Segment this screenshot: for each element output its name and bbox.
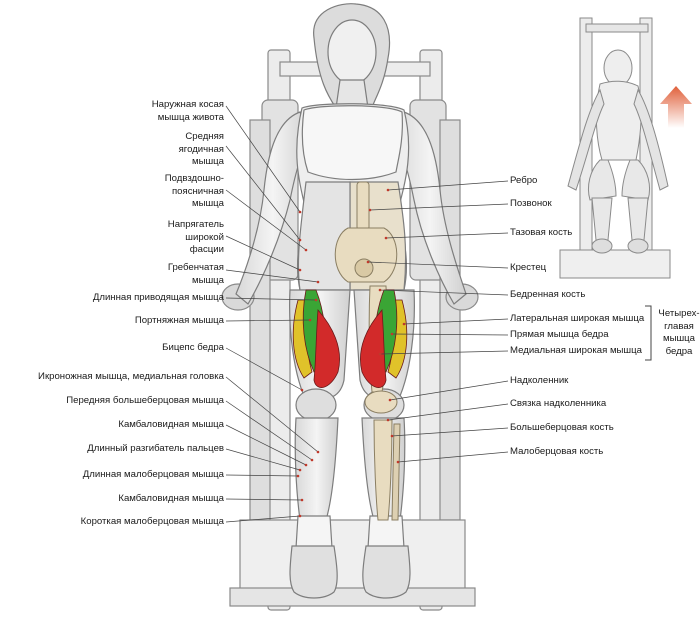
leader-line	[379, 350, 509, 355]
leader-dot	[298, 210, 302, 214]
leader-dot	[310, 458, 314, 462]
leader-dot	[390, 434, 394, 438]
label-fibula: Малоберцовая кость	[510, 446, 604, 457]
label-vastus-lateralis: Латеральная широкая мышца	[510, 313, 645, 324]
leader-line	[225, 498, 303, 501]
leader-line	[225, 448, 301, 471]
leader-line	[225, 376, 319, 453]
leader-dot	[386, 188, 390, 192]
leader-line	[225, 269, 319, 283]
leader-line	[403, 318, 509, 325]
leader-line	[225, 145, 301, 241]
leader-line	[369, 203, 509, 211]
leader-dot	[378, 288, 382, 292]
leader-dot	[300, 498, 304, 502]
label-pelvis: Тазовая кость	[510, 227, 573, 238]
leader-line	[379, 289, 509, 296]
label-tensor-fasciae-latae: Напрягатель широкой фасции	[167, 219, 224, 255]
leader-line	[389, 380, 509, 401]
label-gluteus-medius: Средняя ягодичная мышца	[178, 131, 224, 167]
leader-line	[225, 400, 313, 461]
leader-dot	[384, 236, 388, 240]
label-external-oblique: Наружная косая мышца живота	[151, 99, 224, 123]
leader-dot	[368, 208, 372, 212]
leader-line	[391, 427, 509, 437]
leader-line	[225, 297, 317, 301]
leader-dot	[304, 463, 308, 467]
label-vertebra: Позвонок	[510, 198, 552, 209]
leader-line	[225, 235, 301, 271]
leader-line	[225, 105, 301, 213]
label-adductor-longus: Длинная приводящая мышца	[92, 292, 224, 303]
leader-line	[385, 232, 509, 239]
label-rectus-femoris: Прямая мышца бедра	[510, 329, 609, 340]
leader-dot	[366, 260, 370, 264]
label-peroneus-longus: Длинная малоберцовая мышца	[82, 469, 224, 480]
leader-dot	[298, 268, 302, 272]
leader-line	[225, 319, 311, 322]
leader-line	[225, 347, 303, 391]
leader-dot	[298, 514, 302, 518]
leader-line	[225, 189, 307, 251]
leader-dot	[298, 238, 302, 242]
quadriceps-bracket	[645, 305, 652, 361]
leader-line	[225, 515, 301, 523]
leader-dot	[314, 298, 318, 302]
leader-dots	[296, 188, 406, 518]
label-iliopsoas: Подвздошно- поясничная мышца	[164, 173, 224, 209]
leader-dot	[390, 332, 394, 336]
leader-line	[225, 474, 299, 477]
leader-line	[397, 451, 509, 463]
leader-dot	[378, 352, 382, 356]
leader-dot	[300, 388, 304, 392]
label-sartorius: Портняжная мышца	[134, 315, 224, 326]
leader-dot	[402, 322, 406, 326]
label-pectineus: Гребенчатая мышца	[167, 262, 224, 286]
label-sacrum: Крестец	[510, 262, 547, 273]
leader-dot	[304, 248, 308, 252]
leader-dot	[386, 418, 390, 422]
label-tibia: Большеберцовая кость	[510, 422, 614, 433]
label-soleus-2: Камбаловидная мышца	[118, 493, 224, 504]
leader-dot	[396, 460, 400, 464]
leader-line	[387, 180, 509, 191]
label-biceps-femoris: Бицепс бедра	[162, 342, 224, 353]
leader-dot	[296, 474, 300, 478]
label-extensor-digitorum-longus: Длинный разгибатель пальцев	[87, 443, 224, 454]
quadriceps-left	[292, 289, 340, 388]
inset-figure	[559, 17, 671, 279]
label-tibialis-anterior: Передняя большеберцовая мышца	[66, 395, 224, 406]
leader-dot	[316, 450, 320, 454]
leader-line	[367, 261, 509, 269]
label-patellar-ligament: Связка надколенника	[510, 398, 607, 409]
leader-dot	[388, 398, 392, 402]
leader-lines	[225, 105, 509, 523]
label-soleus-1: Камбаловидная мышца	[118, 419, 224, 430]
label-vastus-medialis: Медиальная широкая мышца	[510, 345, 642, 356]
direction-arrow-icon	[660, 86, 692, 128]
quadriceps-right	[360, 289, 408, 388]
leader-dot	[316, 280, 320, 284]
label-patella: Надколенник	[510, 375, 569, 386]
leader-dot	[308, 318, 312, 322]
leader-dot	[298, 468, 302, 472]
label-peroneus-brevis: Короткая малоберцовая мышца	[80, 516, 224, 527]
label-femur: Бедренная кость	[510, 289, 586, 300]
label-gastrocnemius-medial: Икроножная мышца, медиальная головка	[38, 371, 224, 382]
leader-line	[387, 403, 509, 421]
leader-line	[391, 333, 509, 336]
label-rib: Ребро	[510, 175, 538, 186]
label-quadriceps-group: Четырех- главая мышца бедра	[658, 308, 700, 357]
leader-line	[225, 424, 307, 466]
